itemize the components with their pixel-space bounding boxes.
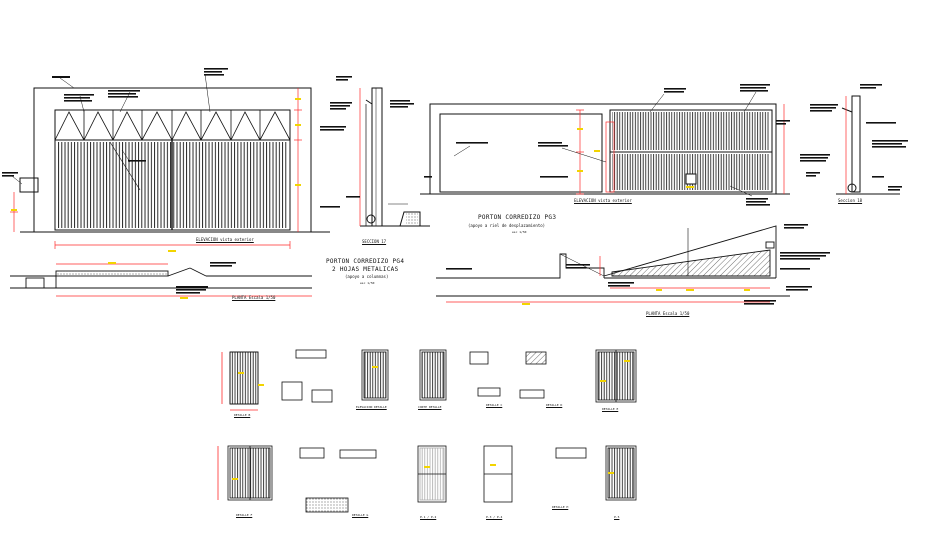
detail-caption-r1-4: DETALLE C <box>486 403 503 407</box>
gate-pg4-plan-notes <box>176 262 236 294</box>
gate-pg4-plan-dims <box>56 263 312 297</box>
pg4-title-line2: 2 HOJAS METALICAS <box>332 266 399 273</box>
gate-pg4-callouts <box>11 73 211 185</box>
gate-pg3-notes <box>424 84 790 206</box>
pg4-scale: esc 1/50 <box>360 281 375 285</box>
detail-caption-r2-6: P-5 <box>614 515 620 519</box>
details-row-1 <box>221 349 637 411</box>
gate-pg3-dim-marks <box>577 128 694 188</box>
section-17 <box>360 87 430 227</box>
pg3-title-line1: PORTON CORREDIZO PG3 <box>478 214 557 221</box>
pg4-title-line3: (apoyo a columnas) <box>345 274 389 279</box>
detail-caption-r1-1: DETALLE B <box>234 413 251 417</box>
detail-caption-r1-5: DETALLE D <box>546 403 563 407</box>
gate-pg3-callouts <box>453 91 757 197</box>
gate-pg3-plan-dims <box>446 256 770 303</box>
gate-pg3-dims <box>576 104 785 195</box>
pg3-scale: esc 1/50 <box>512 230 527 234</box>
detail-caption-r2-5: DETALLE H <box>552 505 569 509</box>
detail-caption-r1-3: CORTE DETALLE <box>418 405 442 409</box>
section-17-caption: SECCION 17 <box>362 239 387 244</box>
detail-caption-r1-6: DETALLE E <box>602 407 619 411</box>
pg4-elevation-caption: ELEVACION vista exterior <box>196 237 254 242</box>
section-18-notes <box>800 84 908 191</box>
pg3-title-line2: (apoyo a riel de desplazamiento) <box>468 223 546 228</box>
gate-pg4-plan-marks <box>108 262 188 299</box>
detail-caption-r2-4: P-3 / P-4 <box>486 515 503 519</box>
pg4-plan-caption: PLANTA Escala 1/50 <box>232 295 276 300</box>
section-17-notes <box>320 76 414 208</box>
detail-caption-r1-2: ELEVACION DETALLE <box>356 405 387 409</box>
gate-pg4-note-text <box>2 68 228 177</box>
details-row-2 <box>217 445 637 513</box>
gate-pg3-elevation <box>420 103 790 195</box>
pg3-plan-caption: PLANTA Escala 1/50 <box>646 311 690 316</box>
details-row-1-accents <box>238 360 630 386</box>
detail-caption-r2-2: DETALLE G <box>352 513 369 517</box>
gate-pg4-dimensions <box>10 88 302 249</box>
gate-pg4-elevation <box>19 87 330 233</box>
pg4-title-line1: PORTON CORREDIZO PG4 <box>326 258 405 265</box>
gate-pg3-plan-marks <box>522 289 750 305</box>
detail-caption-r2-3: P-1 / P-2 <box>420 515 437 519</box>
section-18 <box>836 95 900 195</box>
details-row-2-accents <box>232 464 614 480</box>
detail-caption-r2-1: DETALLE F <box>236 513 253 517</box>
gate-pg3-plan-notes <box>446 224 830 305</box>
gate-pg4-dim-marks <box>11 98 301 252</box>
section-18-caption: Seccion 18 <box>838 198 863 203</box>
gate-pg4-plan <box>10 267 312 289</box>
gate-pg3-plan <box>436 225 790 297</box>
pg3-elevation-caption: ELEVACION vista exterior <box>574 198 632 203</box>
